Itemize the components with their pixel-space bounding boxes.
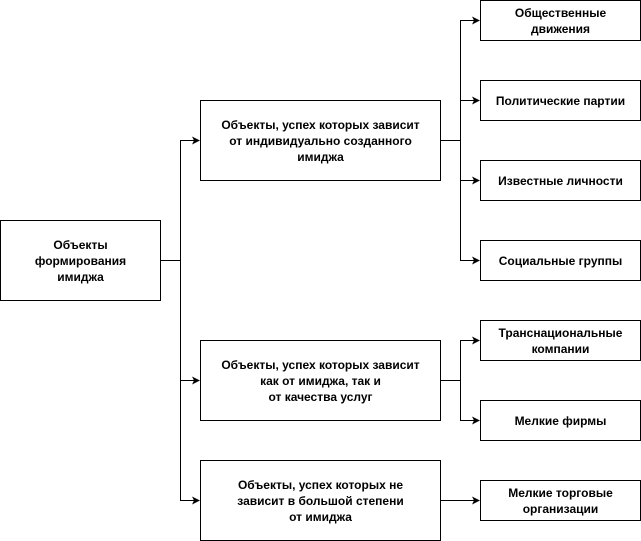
leaf-small-firms: Мелкие фирмы [480,400,641,441]
leaf-small-trade-organizations: Мелкие торговые организации [480,480,641,521]
connector-cat1-child4 [460,140,480,265]
connector-root-cat3 [180,260,200,505]
leaf-famous-people: Известные личности [480,160,641,201]
category-not-image-dependent: Объекты, успех которых не зависит в боль… [200,460,441,541]
leaf-social-groups: Социальные группы [480,240,641,281]
connector-root-cat2 [180,260,200,385]
category-individual-image: Объекты, успех которых зависит от индиви… [200,100,441,181]
connector-cat2-child1 [460,336,480,381]
leaf-transnational-companies: Транснациональные компании [480,320,641,361]
category-image-and-quality: Объекты, успех которых зависит как от им… [200,340,441,421]
leaf-political-parties: Политические партии [480,80,641,121]
connector-cat1-child1 [460,16,480,141]
connector-cat1-child3 [460,140,480,185]
connector-cat2-child2 [460,380,480,425]
connector-cat1-child2 [460,96,480,141]
connector-root-cat1 [180,136,200,261]
leaf-social-movements: Общественные движения [480,0,641,41]
root-node: Объекты формирования имиджа [0,220,161,301]
